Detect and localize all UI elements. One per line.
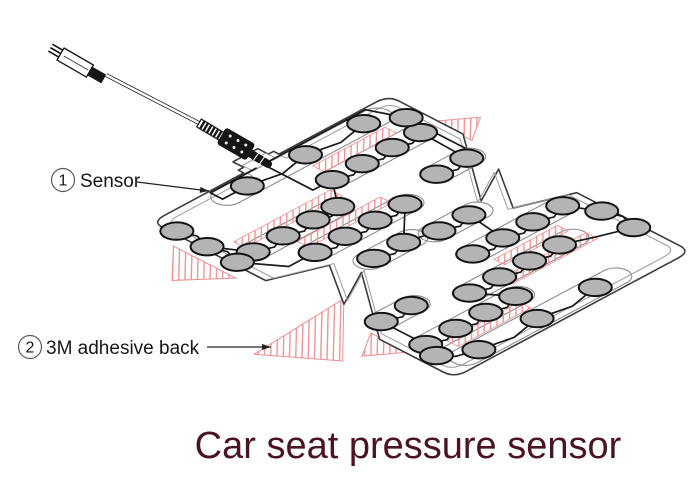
connector-block-dot (224, 141, 228, 145)
sensor-pad (476, 265, 523, 290)
strain-relief-rung (199, 120, 206, 130)
sensor-pad (388, 293, 435, 318)
connector-housing-seam (63, 55, 89, 71)
trace-line (315, 204, 411, 255)
connector-block-dot (232, 145, 236, 149)
connector-pin (47, 50, 61, 59)
sensor-pad (358, 309, 405, 334)
sensor-pad (462, 300, 509, 325)
sensor-pad (509, 210, 556, 235)
sensor-pad (514, 306, 561, 331)
callout-label: 3M adhesive back (46, 338, 200, 359)
trace-line (253, 207, 344, 255)
arrowhead-icon (199, 186, 209, 193)
callout-number: 1 (59, 173, 68, 190)
strain-relief-rung (202, 122, 210, 132)
cable-assembly (47, 43, 272, 168)
adhesive-hatch-strip (297, 197, 391, 247)
trace-line (426, 296, 522, 347)
strain-relief-rung (212, 128, 220, 138)
trace-line (473, 206, 569, 257)
sensor-pad (214, 250, 261, 275)
callout-number: 2 (26, 340, 35, 357)
sensor-pad (339, 151, 386, 176)
sensor-pad (456, 337, 503, 362)
connector-block-dot (228, 134, 232, 138)
adhesive-hatch-triangle (247, 299, 403, 381)
callout-number-circle (50, 167, 76, 193)
callout-sensor: 1 Sensor (50, 167, 210, 193)
sensor-pad (443, 146, 490, 171)
adhesive-hatch-strip (234, 190, 343, 248)
sensor-pad (260, 224, 307, 249)
sensor-pad (314, 194, 361, 219)
callout-number-circle (17, 334, 43, 360)
sensor-pad (446, 203, 493, 228)
flex-ribbon (244, 148, 272, 168)
strain-relief-rung (209, 126, 216, 136)
trace-line (470, 245, 566, 296)
sensor-pad (479, 226, 526, 251)
sensor-pad (536, 233, 583, 258)
sensor-pad (506, 249, 553, 274)
adhesive-hatch-strip (313, 127, 397, 172)
connector-pin (51, 43, 65, 52)
strain-relief-rung (215, 130, 223, 140)
sensor-pad (416, 219, 463, 244)
sensor-pad (340, 111, 387, 136)
cable-crimp-band (87, 66, 107, 84)
sensor-pad (184, 234, 231, 259)
leader-line (136, 181, 210, 192)
sensor-pad (578, 199, 625, 224)
sensor-pad (413, 162, 460, 187)
sensor-pad (282, 143, 329, 168)
callout-adhesive: 2 3M adhesive back (17, 334, 271, 360)
connector-pin (49, 46, 63, 55)
connector-block-dot (244, 143, 248, 147)
sensor-pad (413, 343, 460, 368)
adhesive-hatch-triangle (140, 246, 236, 296)
sensor-pad (446, 281, 493, 306)
sensor-pad (290, 208, 337, 233)
sensor-pad (610, 215, 657, 240)
flex-ribbon-stripe (253, 153, 259, 161)
sensor-channel (412, 199, 500, 246)
sensor-pad (539, 194, 586, 219)
sensor-pad (309, 167, 356, 192)
sensor-pad (224, 174, 271, 199)
trace-line (332, 133, 426, 183)
sensor-pad (492, 284, 539, 309)
connector-block-dot (240, 150, 244, 154)
sensor-pad (322, 224, 369, 249)
connector-block-dot (236, 139, 240, 143)
adhesive-hatch-strip (494, 225, 568, 264)
callout-label: Sensor (80, 171, 141, 192)
arrowhead-icon (262, 344, 271, 350)
sensor-pad (449, 242, 496, 267)
cable-wire-core (105, 73, 200, 125)
flex-ribbon-stripe (259, 156, 265, 165)
sensor-pad (153, 219, 200, 244)
strain-relief-rung (205, 124, 213, 134)
sensor-pad (292, 240, 339, 265)
sensor-pad (383, 105, 430, 130)
sensor-pad (369, 135, 416, 160)
diagram-title: Car seat pressure sensor (195, 425, 622, 467)
sensor-pad (350, 246, 397, 271)
sensor-pad (380, 230, 427, 255)
sensor-pad (432, 316, 479, 341)
sensor-pad (382, 192, 429, 217)
sensor-pad (572, 275, 619, 300)
sensor-pad (352, 208, 399, 233)
sensor-mat (128, 84, 697, 382)
